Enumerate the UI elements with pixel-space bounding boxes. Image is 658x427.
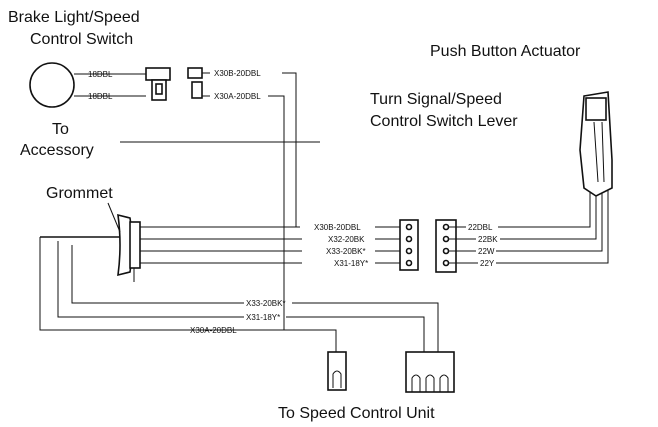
label-push-button: Push Button Actuator xyxy=(430,43,581,60)
wire-label-conn-x33: X33-20BK* xyxy=(326,247,366,256)
wire-label-bottom-x31: X31-18Y* xyxy=(246,313,280,322)
wire-label-22w: 22W xyxy=(478,247,495,256)
label-turn-signal-1: Turn Signal/Speed xyxy=(370,91,502,108)
wire-x33-loop xyxy=(71,245,244,304)
label-turn-signal-2: Control Switch Lever xyxy=(370,113,518,130)
wire-label-22dbl: 22DBL xyxy=(468,223,493,232)
wire-22w xyxy=(496,190,603,252)
wire-label-conn-x32: X32-20BK xyxy=(328,235,365,244)
speed-control-connector-large xyxy=(405,351,455,393)
wire-x31-loop xyxy=(57,241,244,318)
wire-x30b xyxy=(282,72,300,228)
wire-label-22y: 22Y xyxy=(480,259,495,268)
grommet-pointer xyxy=(107,202,121,233)
lever-connector xyxy=(435,219,457,273)
label-speed-control-unit: To Speed Control Unit xyxy=(278,405,435,422)
brake-switch-body xyxy=(29,62,75,108)
switch-connector xyxy=(145,67,171,101)
wire-label-sw-top: 18DBL xyxy=(88,70,113,79)
wire-label-22bk: 22BK xyxy=(478,235,498,244)
wire-22y xyxy=(496,190,609,264)
label-brake-switch-1: Brake Light/Speed xyxy=(8,9,140,26)
label-grommet: Grommet xyxy=(46,185,113,202)
wire-label-x30b-top: X30B-20DBL xyxy=(214,69,261,78)
x30-terminals xyxy=(187,67,203,99)
wire-bottom-x33 xyxy=(292,302,439,352)
label-to: To xyxy=(52,121,69,138)
wire-label-x30a-top: X30A-20DBL xyxy=(214,92,261,101)
wire-x30a-riser xyxy=(268,95,285,239)
harness-connector xyxy=(399,219,419,271)
grommet xyxy=(117,213,141,282)
wire-label-bottom-x33: X33-20BK* xyxy=(246,299,286,308)
label-accessory: Accessory xyxy=(20,142,94,159)
speed-control-connector-small xyxy=(327,351,347,391)
label-brake-switch-2: Control Switch xyxy=(30,31,133,48)
wire-x30a-loop xyxy=(39,237,285,331)
turn-signal-lever xyxy=(579,91,613,197)
wire-bottom-x30a xyxy=(250,329,337,352)
wire-label-bottom-x30a: X30A-20DBL xyxy=(190,326,237,335)
wire-22bk xyxy=(500,190,597,240)
wire-label-sw-bottom: 18DBL xyxy=(88,92,113,101)
wire-label-conn-x31: X31-18Y* xyxy=(334,259,368,268)
wire-bottom-x31 xyxy=(286,316,425,352)
wire-label-conn-x30b: X30B-20DBL xyxy=(314,223,361,232)
wire-22dbl xyxy=(498,190,591,228)
